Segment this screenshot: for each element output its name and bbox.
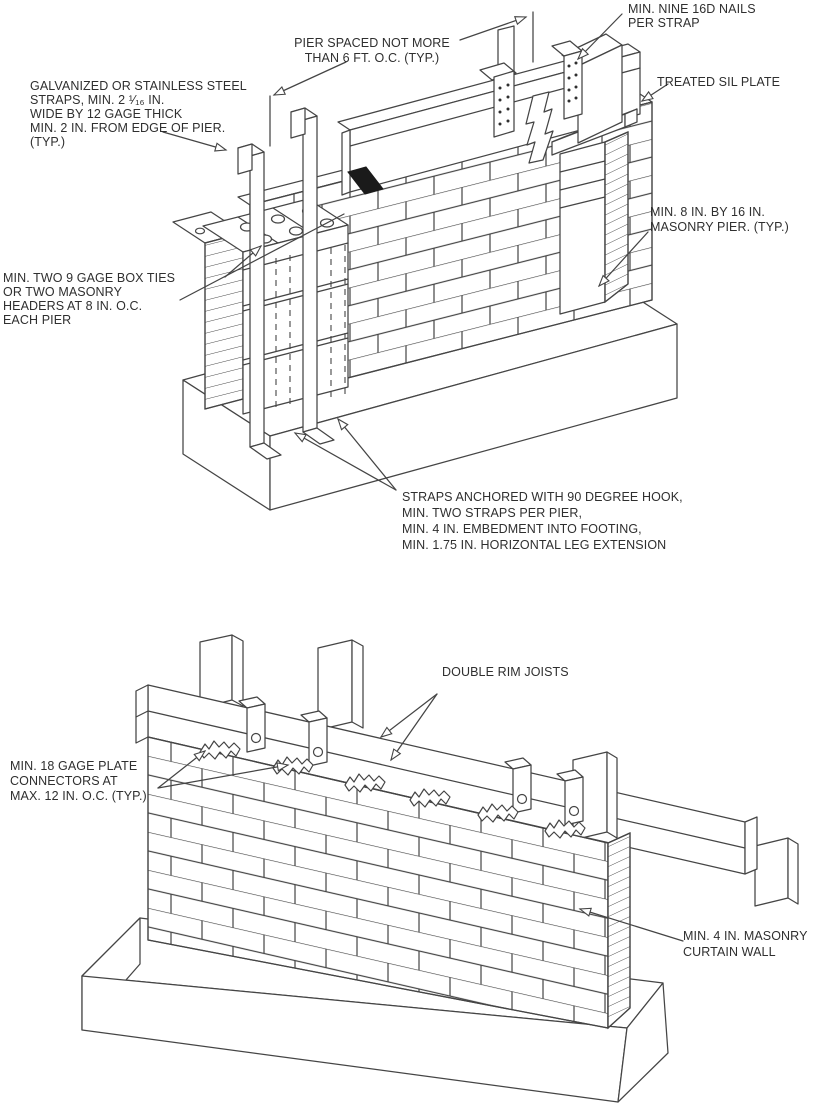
nails-label: MIN. NINE 16D NAILS — [628, 2, 756, 16]
sill-plate-label: TREATED SIL PLATE — [657, 75, 780, 89]
svg-text:STRAPS, MIN. 2 ¹⁄₁₆ IN.: STRAPS, MIN. 2 ¹⁄₁₆ IN. — [30, 93, 165, 107]
svg-text:MIN. 1.75 IN. HORIZONTAL LEG E: MIN. 1.75 IN. HORIZONTAL LEG EXTENSION — [402, 538, 666, 552]
nailed-strap-left — [479, 62, 517, 138]
strap-2 — [290, 107, 335, 445]
zigzag-strap — [525, 91, 554, 164]
pier-spacing-label: PIER SPACED NOT MORE — [294, 36, 450, 50]
figure-pier-strap-detail: MIN. NINE 16D NAILS PER STRAP PIER SPACE… — [3, 2, 789, 552]
box-ties-label: MIN. TWO 9 GAGE BOX TIES — [3, 271, 175, 285]
pier-spacing-dimension — [269, 11, 534, 147]
rim-straps — [238, 696, 584, 826]
joist-block — [561, 33, 623, 144]
svg-text:CURTAIN WALL: CURTAIN WALL — [683, 945, 776, 959]
rim-joists-label: DOUBLE RIM JOISTS — [442, 665, 569, 679]
svg-text:WIDE BY 12 GAGE THICK: WIDE BY 12 GAGE THICK — [30, 107, 183, 121]
plate-connectors-label: MIN. 18 GAGE PLATE — [10, 759, 137, 773]
strap-1 — [237, 143, 282, 460]
svg-text:MIN. TWO STRAPS PER PIER,: MIN. TWO STRAPS PER PIER, — [402, 506, 582, 520]
svg-text:MAX. 12 IN. O.C. (TYP.): MAX. 12 IN. O.C. (TYP.) — [10, 789, 147, 803]
pier-spacing-label-2: THAN 6 FT. O.C. (TYP.) — [305, 51, 440, 65]
annotations: DOUBLE RIM JOISTS MIN. 18 GAGE PLATE CON… — [10, 665, 808, 959]
svg-text:MIN. 2 IN. FROM EDGE OF PIER.: MIN. 2 IN. FROM EDGE OF PIER. — [30, 121, 225, 135]
leader-lines — [162, 13, 669, 491]
strap-anchor-label: STRAPS ANCHORED WITH 90 DEGREE HOOK, — [402, 490, 683, 504]
svg-text:MASONRY PIER. (TYP.): MASONRY PIER. (TYP.) — [650, 220, 789, 234]
curtain-wall-label: MIN. 4 IN. MASONRY — [683, 929, 808, 943]
masonry-pier-right — [559, 131, 629, 315]
straps-spec-label: GALVANIZED OR STAINLESS STEEL — [30, 79, 247, 93]
perpendicular-joists — [199, 634, 799, 907]
svg-text:OR TWO MASONRY: OR TWO MASONRY — [3, 285, 123, 299]
svg-text:(TYP.): (TYP.) — [30, 135, 65, 149]
svg-text:EACH PIER: EACH PIER — [3, 313, 71, 327]
svg-text:MIN. 4 IN. EMBEDMENT INTO FOOT: MIN. 4 IN. EMBEDMENT INTO FOOTING, — [402, 522, 642, 536]
leader-lines — [157, 693, 684, 942]
svg-text:CONNECTORS AT: CONNECTORS AT — [10, 774, 118, 788]
svg-text:HEADERS AT 8 IN. O.C.: HEADERS AT 8 IN. O.C. — [3, 299, 142, 313]
annotations: MIN. NINE 16D NAILS PER STRAP PIER SPACE… — [3, 2, 789, 552]
highlighted-strap-band — [347, 166, 384, 195]
masonry-pier-label: MIN. 8 IN. BY 16 IN. — [650, 205, 765, 219]
figure-curtain-wall-detail: DOUBLE RIM JOISTS MIN. 18 GAGE PLATE CON… — [10, 634, 808, 1103]
nailed-strap-right — [551, 40, 583, 120]
curtain-wall — [147, 736, 631, 1030]
nails-label-2: PER STRAP — [628, 16, 700, 30]
